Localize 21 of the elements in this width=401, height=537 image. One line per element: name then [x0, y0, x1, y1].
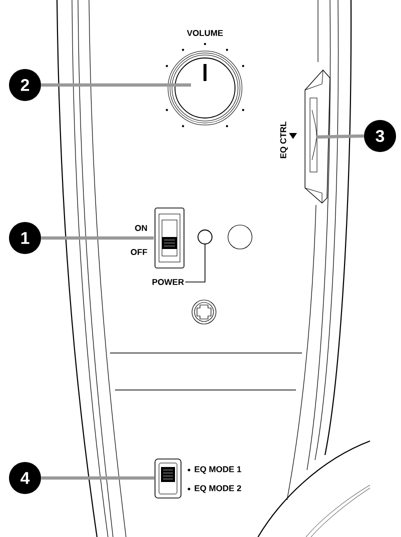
indicator-lamp	[198, 230, 212, 244]
callout-number: 3	[364, 120, 396, 152]
leader-line	[41, 476, 155, 480]
slide-switch	[154, 458, 182, 498]
callout-number: 1	[9, 222, 41, 254]
leader-line	[41, 83, 191, 87]
callout-number: 4	[9, 462, 41, 494]
connector-line	[184, 244, 206, 282]
slide-switch	[154, 208, 184, 268]
switch-label: EQ MODE 1	[194, 466, 242, 474]
switch-label: EQ MODE 2	[194, 485, 242, 493]
switch-label: OFF	[130, 249, 148, 255]
volume-knob	[174, 58, 236, 118]
leader-line	[41, 236, 154, 240]
power-label: POWER	[152, 279, 184, 285]
leader-line	[316, 134, 364, 139]
control-label: VOLUME	[186, 30, 223, 36]
callout-number: 2	[9, 69, 41, 101]
thumbwheel	[304, 69, 330, 204]
control-label: EQ CTRL	[280, 122, 288, 158]
switch-label: ON	[135, 225, 147, 231]
